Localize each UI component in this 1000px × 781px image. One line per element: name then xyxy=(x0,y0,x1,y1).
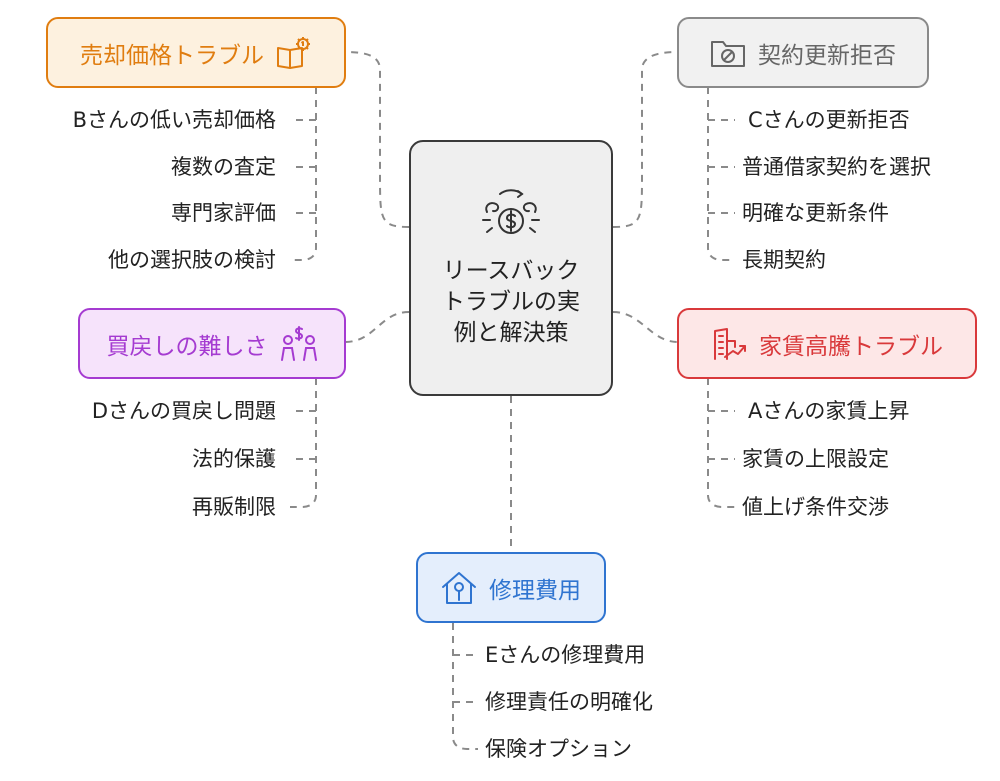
topic-label: 修理費用 xyxy=(489,577,581,604)
topic-sale-price: 売却価格トラブル xyxy=(46,17,346,88)
list-item: 専門家評価 xyxy=(171,201,276,225)
folder-denied-icon xyxy=(710,38,746,68)
list-item: 他の選択肢の検討 xyxy=(108,248,276,272)
topic-label: 買戻しの難しさ xyxy=(106,333,268,360)
topic-label: 契約更新拒否 xyxy=(758,42,896,69)
list-item: 複数の査定 xyxy=(171,155,276,179)
list-item: 長期契約 xyxy=(742,248,826,272)
topic-label: 家賃高騰トラブル xyxy=(759,333,943,360)
list-item: 再販制限 xyxy=(192,495,276,519)
list-item: Bさんの低い売却価格 xyxy=(72,108,276,132)
topic-rent-increase: 家賃高騰トラブル xyxy=(677,308,977,379)
list-item: 保険オプション xyxy=(485,737,632,761)
list-item: Cさんの更新拒否 xyxy=(748,108,910,132)
house-wrench-icon xyxy=(441,571,477,605)
building-rising-icon xyxy=(711,327,747,361)
people-money-icon xyxy=(280,325,318,362)
open-book-gear-icon xyxy=(276,36,312,70)
topic-label: 売却価格トラブル xyxy=(80,42,264,69)
list-item: 明確な更新条件 xyxy=(742,201,889,225)
list-item: Aさんの家賃上昇 xyxy=(748,399,910,423)
list-item: 普通借家契約を選択 xyxy=(742,155,931,179)
list-item: 家賃の上限設定 xyxy=(742,447,889,471)
list-item: 値上げ条件交渉 xyxy=(742,495,889,519)
money-cycle-icon xyxy=(480,188,542,248)
topic-buyback: 買戻しの難しさ xyxy=(78,308,346,379)
topic-renewal-refusal: 契約更新拒否 xyxy=(677,17,929,88)
list-item: 修理責任の明確化 xyxy=(485,690,653,714)
list-item: Eさんの修理費用 xyxy=(485,643,646,667)
topic-repair-cost: 修理費用 xyxy=(416,552,606,623)
list-item: Dさんの買戻し問題 xyxy=(91,399,276,423)
center-node: リースバックトラブルの実例と解決策 xyxy=(409,140,613,396)
center-title: リースバックトラブルの実例と解決策 xyxy=(442,257,580,346)
list-item: 法的保護 xyxy=(192,447,276,471)
